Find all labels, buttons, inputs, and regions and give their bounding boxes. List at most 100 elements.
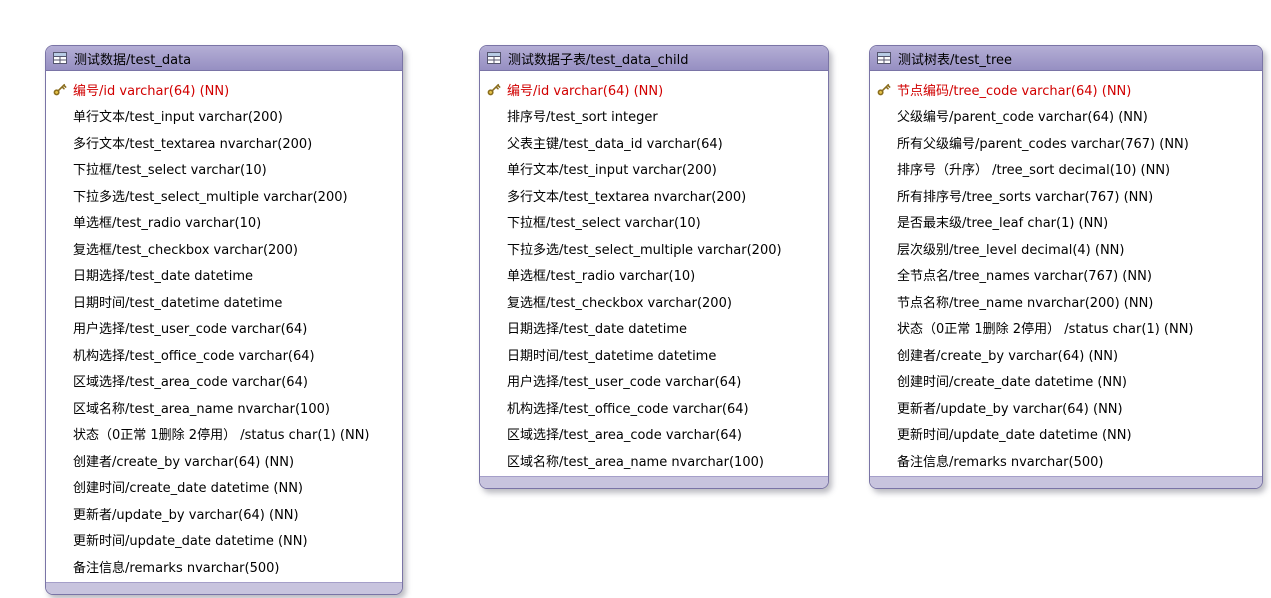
field-label: 日期选择/test_date datetime (73, 269, 253, 285)
field-label: 更新时间/update_date datetime (NN) (897, 428, 1132, 444)
field-label: 是否最末级/tree_leaf char(1) (NN) (897, 216, 1109, 232)
field-label: 创建者/create_by varchar(64) (NN) (73, 454, 295, 470)
field-row: 下拉框/test_select varchar(10) (46, 156, 402, 183)
table-field-list: 编号/id varchar(64) (NN) 单行文本/test_input va… (46, 71, 402, 582)
field-label: 备注信息/remarks nvarchar(500) (73, 560, 280, 576)
field-label: 区域名称/test_area_name nvarchar(100) (73, 401, 330, 417)
field-row: 是否最末级/tree_leaf char(1) (NN) (870, 209, 1262, 236)
field-label: 机构选择/test_office_code varchar(64) (507, 401, 749, 417)
field-label: 日期时间/test_datetime datetime (507, 348, 717, 364)
field-row: 创建者/create_by varchar(64) (NN) (46, 447, 402, 474)
field-label: 层次级别/tree_level decimal(4) (NN) (897, 242, 1125, 258)
field-label: 区域选择/test_area_code varchar(64) (73, 375, 308, 391)
field-row: 父级编号/parent_code varchar(64) (NN) (870, 103, 1262, 130)
field-row: 创建时间/create_date datetime (NN) (870, 368, 1262, 395)
field-row: 区域选择/test_area_code varchar(64) (46, 368, 402, 395)
field-row: 机构选择/test_office_code varchar(64) (480, 394, 828, 421)
field-row: 单行文本/test_input varchar(200) (46, 103, 402, 130)
field-label: 状态（0正常 1删除 2停用） /status char(1) (NN) (897, 322, 1194, 338)
field-label: 用户选择/test_user_code varchar(64) (73, 322, 308, 338)
field-label: 全节点名/tree_names varchar(767) (NN) (897, 269, 1152, 285)
field-row: 下拉多选/test_select_multiple varchar(200) (46, 182, 402, 209)
table-field-list: 编号/id varchar(64) (NN) 排序号/test_sort inte… (480, 71, 828, 476)
field-label: 排序号/test_sort integer (507, 110, 658, 126)
field-label: 节点名称/tree_name nvarchar(200) (NN) (897, 295, 1154, 311)
field-label: 单行文本/test_input varchar(200) (73, 110, 283, 126)
field-label: 单选框/test_radio varchar(10) (73, 216, 262, 232)
table-footer (870, 475, 1262, 488)
field-label: 区域选择/test_area_code varchar(64) (507, 428, 742, 444)
table-title: 测试树表/test_tree (898, 52, 1012, 68)
table-icon (487, 52, 501, 64)
field-label: 编号/id varchar(64) (NN) (507, 83, 664, 99)
field-label: 机构选择/test_office_code varchar(64) (73, 348, 315, 364)
field-row: 日期选择/test_date datetime (46, 262, 402, 289)
field-label: 创建时间/create_date datetime (NN) (73, 481, 304, 497)
field-label: 多行文本/test_textarea nvarchar(200) (507, 189, 747, 205)
table-node-test-data[interactable]: 测试数据/test_data 编号/id varchar(64) (NN) 单行文… (45, 45, 403, 595)
field-label: 下拉多选/test_select_multiple varchar(200) (73, 189, 348, 205)
table-header[interactable]: 测试数据/test_data (46, 46, 402, 71)
field-row: 复选框/test_checkbox varchar(200) (480, 288, 828, 315)
field-label: 父表主键/test_data_id varchar(64) (507, 136, 723, 152)
field-label: 复选框/test_checkbox varchar(200) (73, 242, 298, 258)
field-row: 所有父级编号/parent_codes varchar(767) (NN) (870, 129, 1262, 156)
field-label: 用户选择/test_user_code varchar(64) (507, 375, 742, 391)
field-row: 备注信息/remarks nvarchar(500) (870, 447, 1262, 474)
field-row: 层次级别/tree_level decimal(4) (NN) (870, 235, 1262, 262)
field-label: 所有排序号/tree_sorts varchar(767) (NN) (897, 189, 1154, 205)
field-row: 单选框/test_radio varchar(10) (46, 209, 402, 236)
field-row: 单选框/test_radio varchar(10) (480, 262, 828, 289)
field-row: 排序号（升序） /tree_sort decimal(10) (NN) (870, 156, 1262, 183)
field-label: 日期选择/test_date datetime (507, 322, 687, 338)
field-label: 下拉框/test_select varchar(10) (507, 216, 701, 232)
field-row: 更新者/update_by varchar(64) (NN) (870, 394, 1262, 421)
table-footer (46, 581, 402, 594)
field-row: 所有排序号/tree_sorts varchar(767) (NN) (870, 182, 1262, 209)
field-row: 复选框/test_checkbox varchar(200) (46, 235, 402, 262)
field-row: 日期选择/test_date datetime (480, 315, 828, 342)
field-label: 父级编号/parent_code varchar(64) (NN) (897, 110, 1148, 126)
field-row: 状态（0正常 1删除 2停用） /status char(1) (NN) (46, 421, 402, 448)
field-label: 创建时间/create_date datetime (NN) (897, 375, 1128, 391)
field-label: 节点编码/tree_code varchar(64) (NN) (897, 83, 1132, 99)
field-row: 区域名称/test_area_name nvarchar(100) (46, 394, 402, 421)
field-label: 状态（0正常 1删除 2停用） /status char(1) (NN) (73, 428, 370, 444)
table-node-test-tree[interactable]: 测试树表/test_tree 节点编码/tree_code varchar(64… (869, 45, 1263, 489)
field-row-primary-key: 节点编码/tree_code varchar(64) (NN) (870, 76, 1262, 103)
field-row: 全节点名/tree_names varchar(767) (NN) (870, 262, 1262, 289)
field-label: 多行文本/test_textarea nvarchar(200) (73, 136, 313, 152)
field-row: 机构选择/test_office_code varchar(64) (46, 341, 402, 368)
table-footer (480, 475, 828, 488)
table-title: 测试数据/test_data (74, 52, 192, 68)
field-row: 日期时间/test_datetime datetime (480, 341, 828, 368)
field-label: 更新者/update_by varchar(64) (NN) (897, 401, 1123, 417)
field-row: 下拉多选/test_select_multiple varchar(200) (480, 235, 828, 262)
field-row: 下拉框/test_select varchar(10) (480, 209, 828, 236)
primary-key-icon (487, 83, 501, 96)
field-row: 区域名称/test_area_name nvarchar(100) (480, 447, 828, 474)
table-header[interactable]: 测试树表/test_tree (870, 46, 1262, 71)
table-node-test-data-child[interactable]: 测试数据子表/test_data_child 编号/id varchar(64)… (479, 45, 829, 489)
table-icon (53, 52, 67, 64)
table-icon (877, 52, 891, 64)
field-row: 父表主键/test_data_id varchar(64) (480, 129, 828, 156)
field-row: 区域选择/test_area_code varchar(64) (480, 421, 828, 448)
table-header[interactable]: 测试数据子表/test_data_child (480, 46, 828, 71)
field-row: 更新时间/update_date datetime (NN) (870, 421, 1262, 448)
field-row: 用户选择/test_user_code varchar(64) (46, 315, 402, 342)
primary-key-icon (877, 83, 891, 96)
field-row-primary-key: 编号/id varchar(64) (NN) (46, 76, 402, 103)
field-label: 所有父级编号/parent_codes varchar(767) (NN) (897, 136, 1189, 152)
field-row: 用户选择/test_user_code varchar(64) (480, 368, 828, 395)
field-row: 备注信息/remarks nvarchar(500) (46, 553, 402, 580)
field-row: 更新时间/update_date datetime (NN) (46, 527, 402, 554)
field-row: 排序号/test_sort integer (480, 103, 828, 130)
field-label: 编号/id varchar(64) (NN) (73, 83, 230, 99)
field-label: 复选框/test_checkbox varchar(200) (507, 295, 732, 311)
table-field-list: 节点编码/tree_code varchar(64) (NN) 父级编号/pare… (870, 71, 1262, 476)
field-row: 多行文本/test_textarea nvarchar(200) (46, 129, 402, 156)
field-label: 单选框/test_radio varchar(10) (507, 269, 696, 285)
field-row: 多行文本/test_textarea nvarchar(200) (480, 182, 828, 209)
